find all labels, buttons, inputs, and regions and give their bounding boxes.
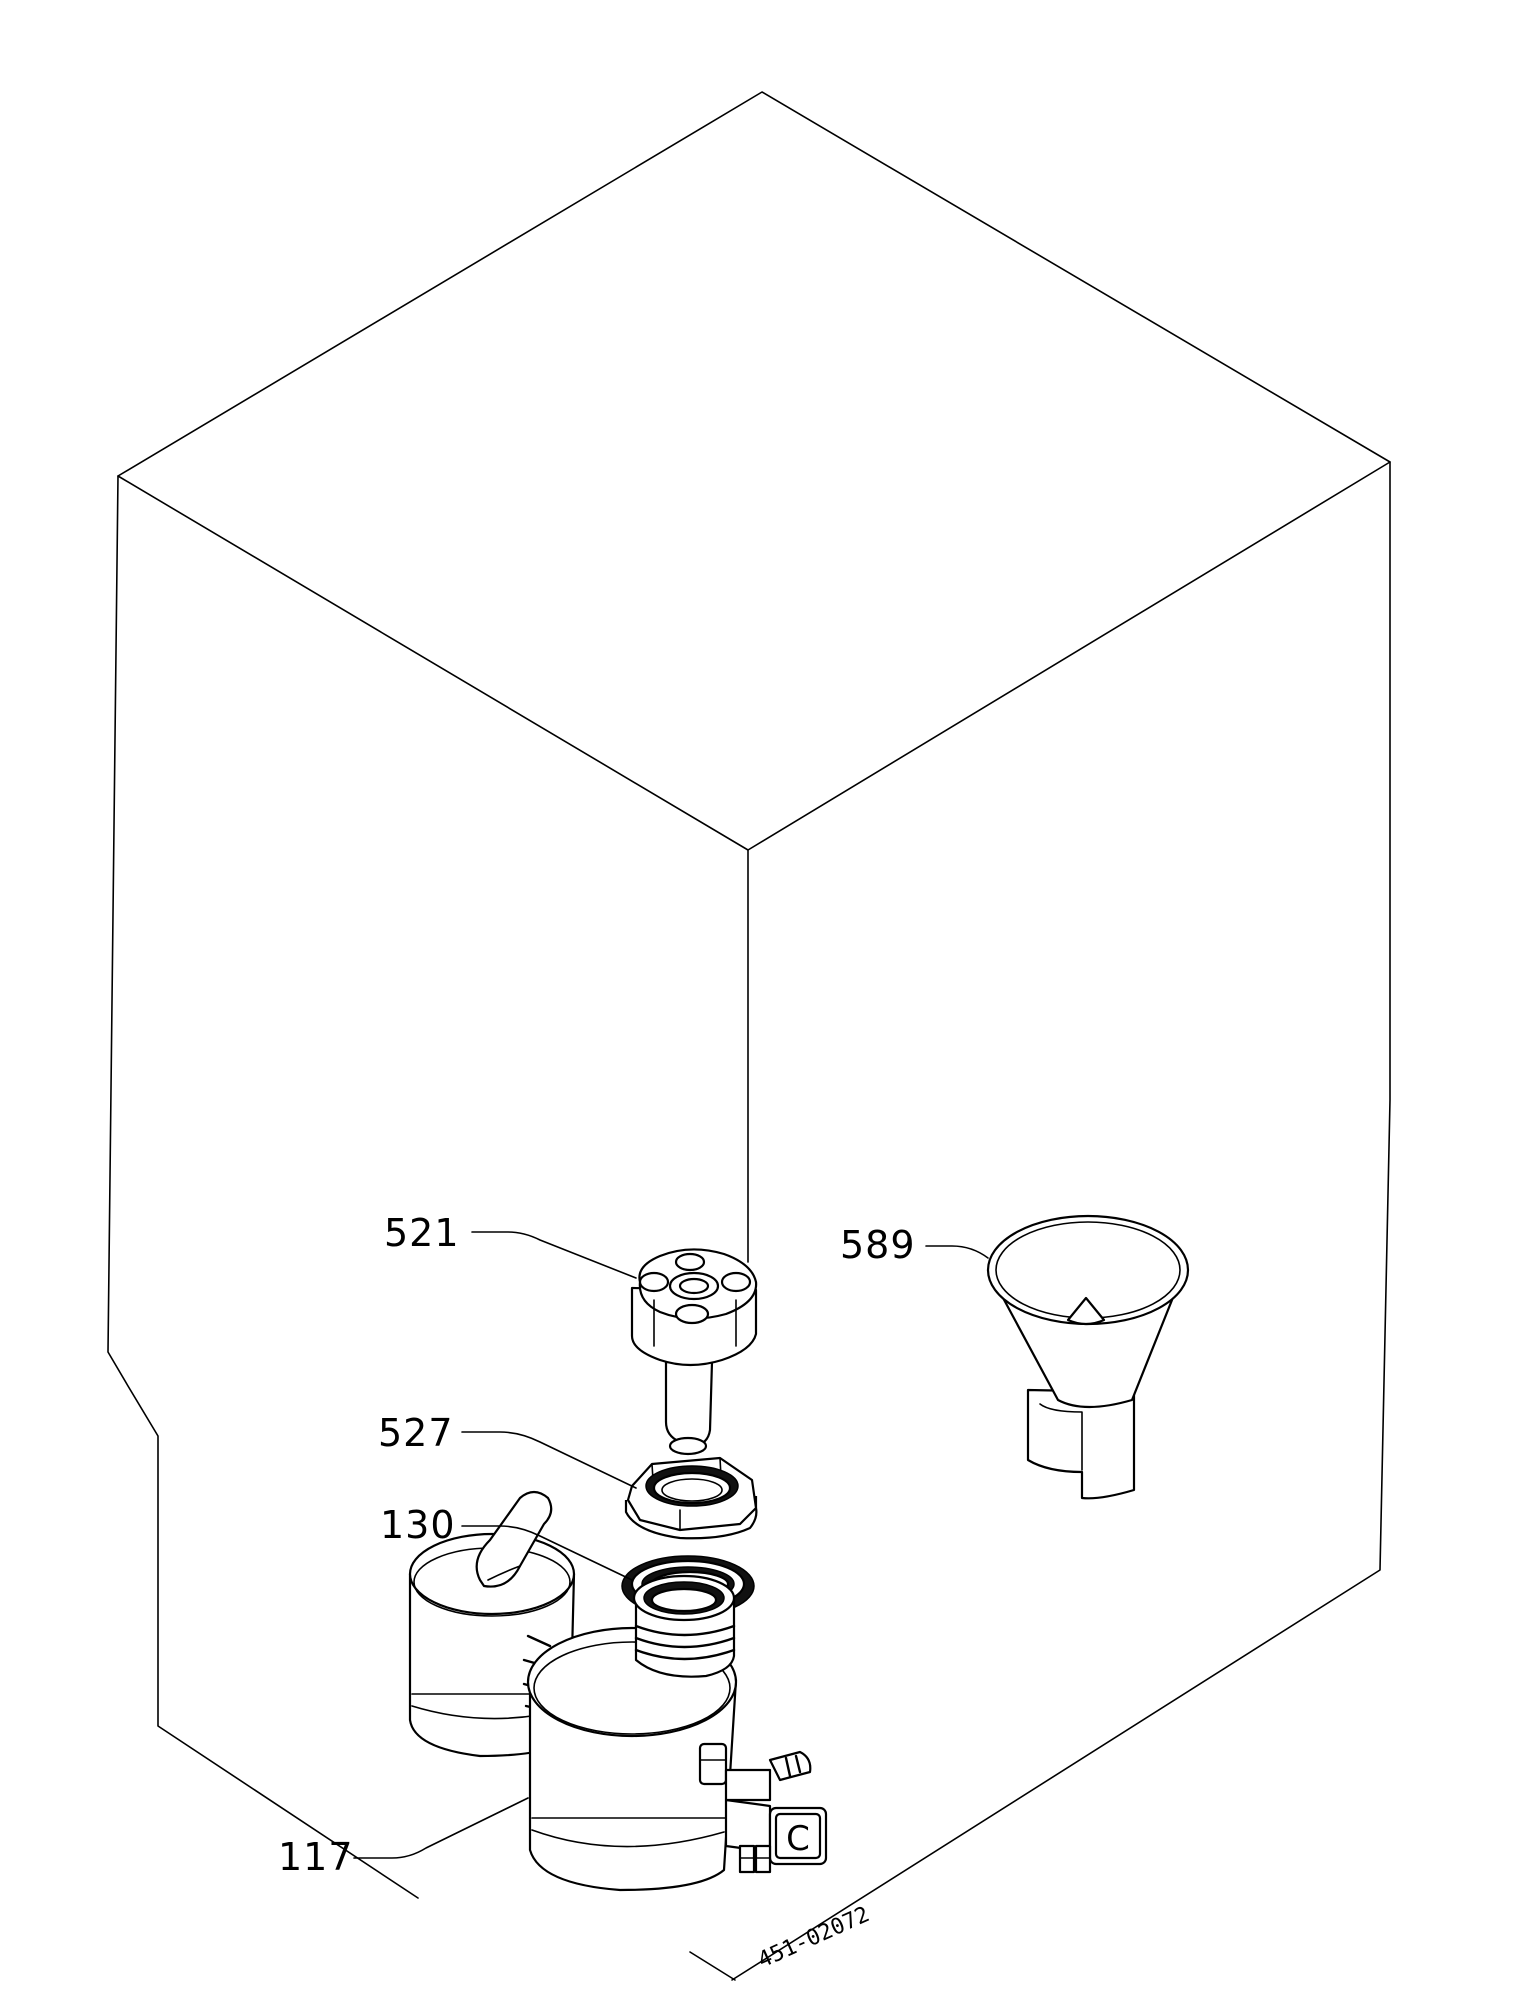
callout-label-527: 527 <box>378 1411 454 1455</box>
cabinet-outline <box>107 91 1391 1981</box>
callout-label-117: 117 <box>278 1835 354 1879</box>
part-117-assembly: C <box>408 1490 828 1892</box>
callout-label-589: 589 <box>840 1223 916 1267</box>
part-527-nut <box>624 1456 758 1540</box>
callout-labels: 521 527 130 117 589 <box>278 1211 916 1879</box>
callout-label-521: 521 <box>384 1211 460 1255</box>
part-521-cap <box>630 1248 758 1456</box>
drawing-code: 451-02072 <box>754 1902 873 1973</box>
callout-label-130: 130 <box>380 1503 456 1547</box>
part-589-funnel <box>986 1214 1190 1500</box>
callout-leaders <box>353 1231 989 1859</box>
valve-mark-letter: C <box>786 1819 810 1859</box>
